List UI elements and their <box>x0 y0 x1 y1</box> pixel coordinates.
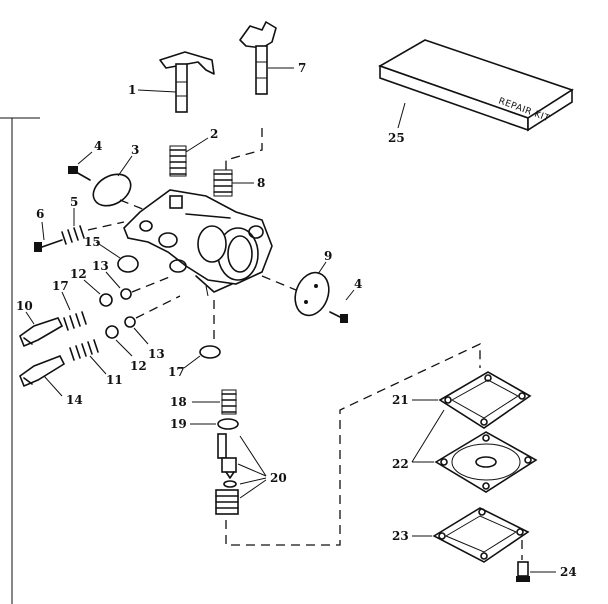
choke-plate-screw <box>329 311 348 323</box>
callout-22: 22 <box>392 457 409 471</box>
throttle-spring <box>169 145 187 177</box>
choke-shaft <box>239 21 277 95</box>
callout-3: 3 <box>131 143 139 157</box>
callout-11: 11 <box>106 373 123 387</box>
choke-plate <box>294 271 330 317</box>
choke-spring <box>213 169 233 197</box>
callout-25: 25 <box>388 131 405 145</box>
inlet-washer <box>217 418 239 430</box>
inlet-o-ring <box>223 480 237 488</box>
callout-15: 15 <box>84 235 101 249</box>
callout-18: 18 <box>170 395 187 409</box>
callout-7: 7 <box>298 61 306 75</box>
callout-5: 5 <box>70 195 78 209</box>
throttle-plate <box>92 173 132 207</box>
washer-17-bottom <box>199 345 221 359</box>
inlet-needle <box>217 433 237 479</box>
callout-2: 2 <box>210 127 218 141</box>
gasket-21 <box>438 371 532 429</box>
carburetor-body <box>123 189 273 297</box>
cover-23 <box>432 507 530 563</box>
idle-spring <box>61 225 85 245</box>
margin-lines <box>0 117 40 604</box>
inlet-seat <box>215 489 239 515</box>
throttle-shaft <box>159 51 215 113</box>
callout-24: 24 <box>560 565 577 579</box>
callout-4-right: 4 <box>354 277 362 291</box>
callout-21: 21 <box>392 393 409 407</box>
callout-10: 10 <box>16 299 33 313</box>
callout-13-upper: 13 <box>92 259 109 273</box>
callout-14: 14 <box>66 393 83 407</box>
stack-guide <box>225 342 481 546</box>
repair-kit: REPAIR KIT <box>378 39 574 132</box>
gasket-15 <box>117 255 139 273</box>
callout-12-upper: 12 <box>70 267 87 281</box>
needle-spring-upper <box>63 311 87 331</box>
callout-13-lower: 13 <box>148 347 165 361</box>
idle-screw <box>34 239 63 252</box>
callout-6: 6 <box>36 207 44 221</box>
callout-20: 20 <box>270 471 287 485</box>
callout-4-top: 4 <box>94 139 102 153</box>
o-ring-13-lower <box>124 316 136 328</box>
throttle-plate-screw <box>68 166 91 181</box>
diaphragm-22 <box>434 431 538 493</box>
o-ring-13-upper <box>120 288 132 300</box>
callout-17-bottom: 17 <box>168 365 185 379</box>
callout-17-left: 17 <box>52 279 69 293</box>
inlet-spring <box>221 389 237 415</box>
callout-12-lower: 12 <box>130 359 147 373</box>
callout-23: 23 <box>392 529 409 543</box>
cover-screw <box>516 561 530 582</box>
callout-8: 8 <box>257 176 265 190</box>
washer-12-lower <box>105 325 119 339</box>
low-speed-needle <box>19 354 66 388</box>
needle-spring-lower <box>69 339 99 361</box>
callout-1: 1 <box>128 83 136 97</box>
washer-12-upper <box>99 293 113 307</box>
high-speed-needle <box>19 317 64 348</box>
callout-9: 9 <box>324 249 332 263</box>
callout-19: 19 <box>170 417 187 431</box>
